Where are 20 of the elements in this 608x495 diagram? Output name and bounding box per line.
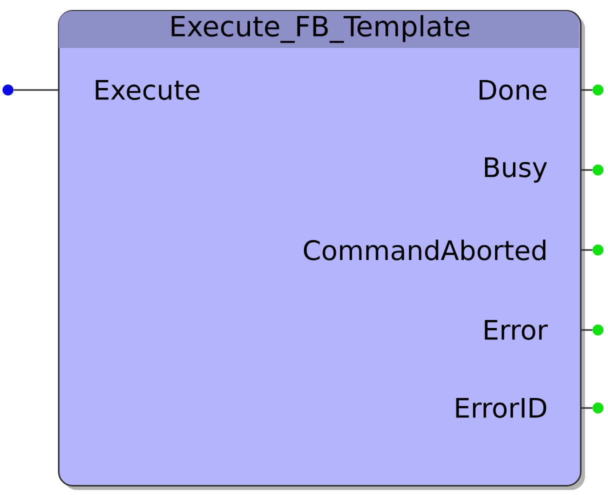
pin-label: Execute [96, 80, 200, 100]
pin-line [582, 169, 592, 171]
pin-line [14, 89, 58, 91]
pin-dot [592, 164, 604, 176]
pin-dot [2, 84, 14, 96]
pin-label: ErrorID [456, 398, 546, 418]
pin-label: Done [480, 80, 546, 100]
pin-dot [592, 324, 604, 336]
pin-dot [592, 402, 604, 414]
pin-label: CommandAborted [304, 240, 546, 260]
pin-line [582, 89, 592, 91]
pin-line [582, 329, 592, 331]
block-title: Execute_FB_Template [172, 15, 470, 43]
function-block [58, 10, 585, 490]
pin-dot [592, 244, 604, 256]
pin-label: Error [484, 320, 548, 340]
pin-dot [592, 84, 604, 96]
pin-line [582, 249, 592, 251]
pin-label: Busy [485, 157, 548, 183]
pin-line [582, 407, 592, 409]
